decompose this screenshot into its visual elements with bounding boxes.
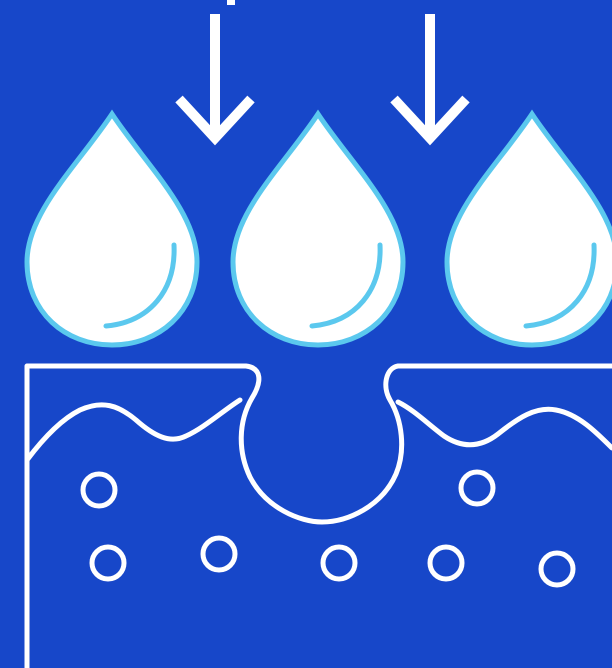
arrow-top-stub xyxy=(227,0,235,5)
